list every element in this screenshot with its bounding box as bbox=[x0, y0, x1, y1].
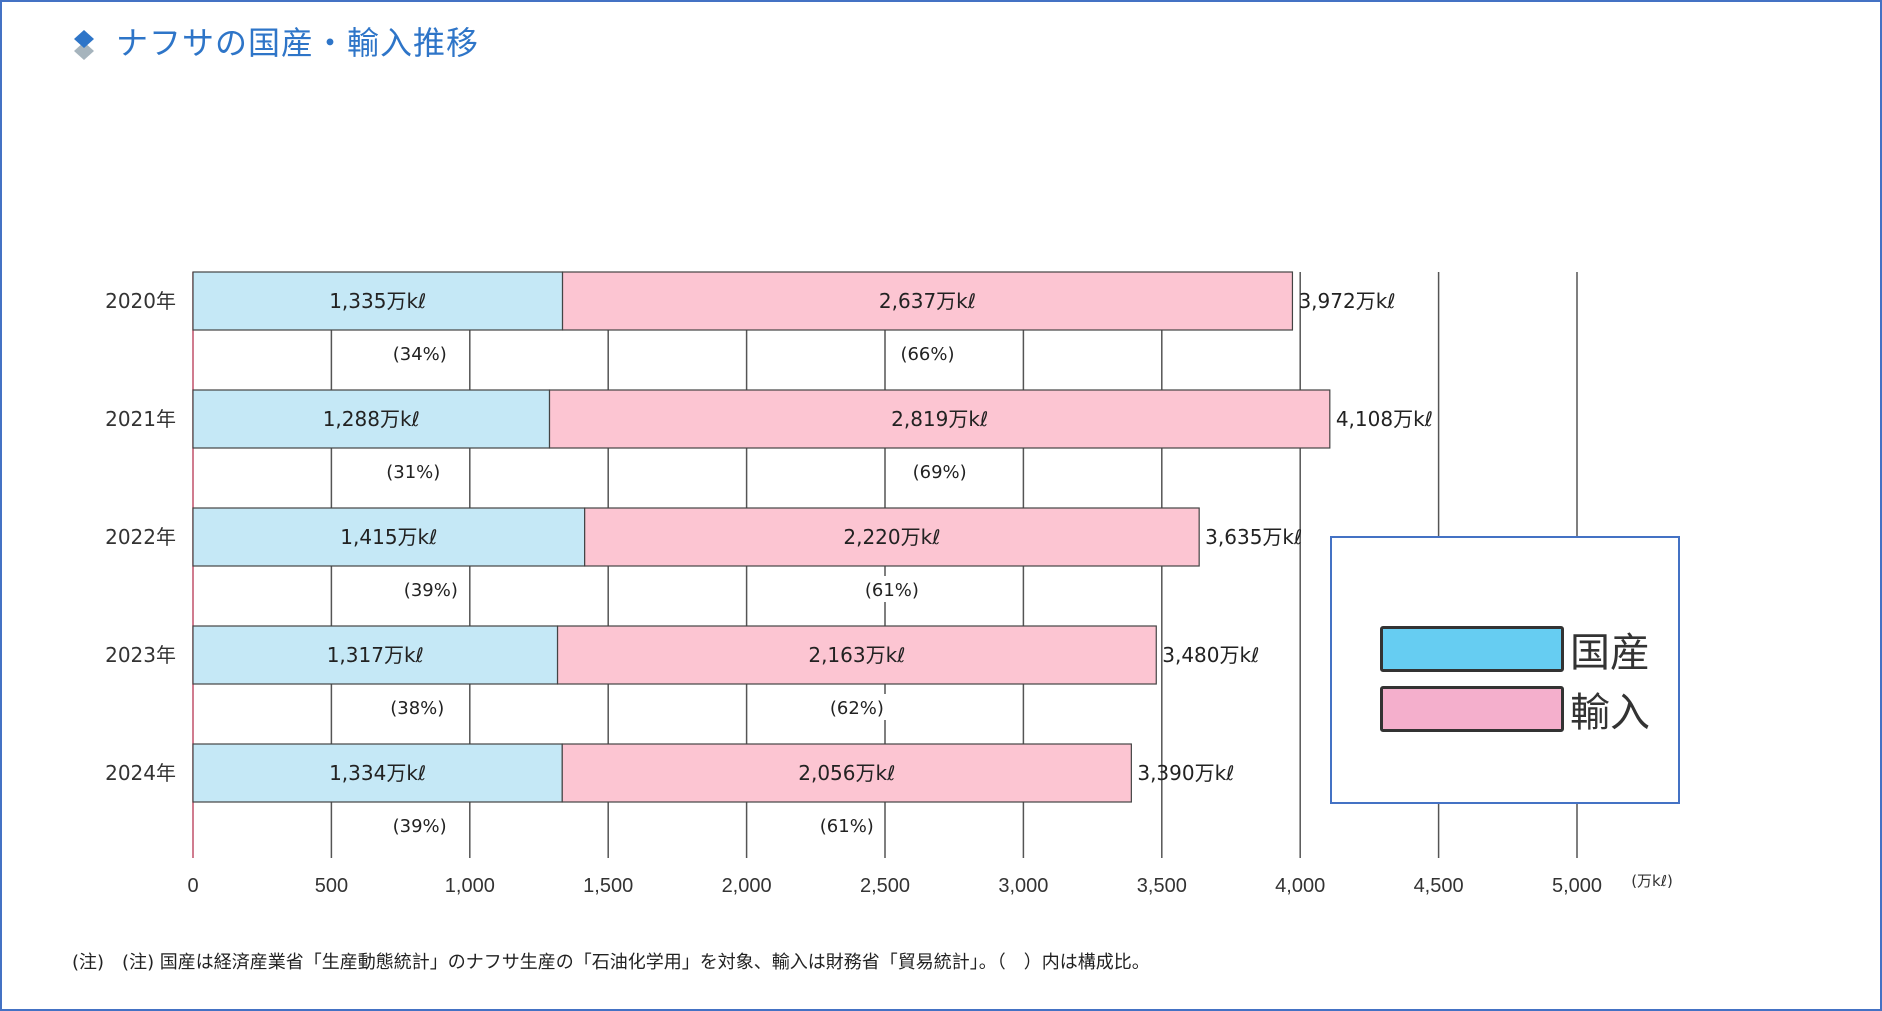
category-label: 2024年 bbox=[105, 761, 176, 785]
share-label-import: (62%) bbox=[830, 698, 884, 719]
share-label-bg bbox=[824, 694, 889, 720]
x-tick-label: 2,000 bbox=[722, 875, 772, 897]
bar-domestic bbox=[192, 743, 563, 803]
share-label-import: (66%) bbox=[900, 344, 954, 365]
legend-label-import: 輸入 bbox=[1570, 690, 1650, 736]
category-label: 2020年 bbox=[105, 289, 176, 313]
bar-domestic bbox=[192, 389, 551, 449]
category-label: 2022年 bbox=[105, 525, 176, 549]
bar-import bbox=[561, 271, 1294, 331]
bar-label-domestic: 1,288万kℓ bbox=[323, 407, 420, 431]
bar-import bbox=[548, 389, 1331, 449]
bar-total-label: 3,390万kℓ bbox=[1137, 761, 1234, 785]
chart-title: ナフサの国産・輸入推移 bbox=[116, 24, 480, 62]
share-label-bg bbox=[814, 812, 879, 838]
share-label-import: (61%) bbox=[820, 816, 874, 837]
bar-label-domestic: 1,317万kℓ bbox=[327, 643, 424, 667]
share-label-domestic: (31%) bbox=[386, 462, 440, 483]
share-label-domestic: (39%) bbox=[393, 816, 447, 837]
share-label-bg bbox=[381, 458, 446, 484]
legend-item-domestic: 国産 bbox=[1380, 620, 1650, 678]
x-unit-label: (万kℓ) bbox=[1631, 872, 1673, 890]
bar-domestic bbox=[192, 507, 586, 567]
bar-total-label: 3,480万kℓ bbox=[1162, 643, 1259, 667]
share-label-domestic: (39%) bbox=[404, 580, 458, 601]
bar-label-import: 2,056万kℓ bbox=[798, 761, 895, 785]
legend: 国産 輸入 bbox=[1330, 536, 1680, 804]
bar-total-label: 3,635万kℓ bbox=[1205, 525, 1302, 549]
share-label-bg bbox=[385, 694, 450, 720]
share-label-import: (69%) bbox=[913, 462, 967, 483]
diamond-bullet-icon bbox=[74, 30, 94, 60]
stacked-bar-chart: 0 500 1,000 1,500 2,000 2,500 3,000 3,500 4,000 4… bbox=[105, 271, 1673, 897]
legend-swatch-domestic bbox=[1380, 626, 1564, 672]
x-tick-label: 4,500 bbox=[1414, 875, 1464, 897]
bar-label-domestic: 1,334万kℓ bbox=[329, 761, 426, 785]
category-label: 2021年 bbox=[105, 407, 176, 431]
bar-label-domestic: 1,335万kℓ bbox=[329, 289, 426, 313]
bar-label-import: 2,220万kℓ bbox=[843, 525, 940, 549]
x-tick-label: 2,500 bbox=[860, 875, 910, 897]
x-tick-label: 1,000 bbox=[445, 875, 495, 897]
x-tick-label: 3,500 bbox=[1137, 875, 1187, 897]
share-label-bg bbox=[907, 458, 972, 484]
share-label-import: (61%) bbox=[865, 580, 919, 601]
share-label-bg bbox=[398, 576, 463, 602]
bar-label-import: 2,637万kℓ bbox=[879, 289, 976, 313]
x-tick-label: 0 bbox=[187, 875, 198, 897]
x-tick-label: 3,000 bbox=[998, 875, 1048, 897]
bar-import bbox=[556, 625, 1157, 685]
footnote: (注) (注) 国産は経済産業省「生産動態統計」のナフサ生産の「石油化学用」を対… bbox=[72, 952, 1150, 973]
bar-total-label: 3,972万kℓ bbox=[1298, 289, 1395, 313]
bar-import bbox=[584, 507, 1200, 567]
share-label-bg bbox=[895, 340, 960, 366]
legend-label-domestic: 国産 bbox=[1570, 630, 1650, 676]
share-label-bg bbox=[387, 340, 452, 366]
bar-domestic bbox=[192, 271, 564, 331]
category-label: 2023年 bbox=[105, 643, 176, 667]
bar-label-domestic: 1,415万kℓ bbox=[340, 525, 437, 549]
share-label-domestic: (38%) bbox=[390, 698, 444, 719]
x-tick-label: 5,000 bbox=[1552, 875, 1602, 897]
x-tick-label: 1,500 bbox=[583, 875, 633, 897]
bar-total-label: 4,108万kℓ bbox=[1336, 407, 1433, 431]
bar-label-import: 2,163万kℓ bbox=[808, 643, 905, 667]
x-tick-label: 4,000 bbox=[1275, 875, 1325, 897]
legend-swatch-import bbox=[1380, 686, 1564, 732]
x-tick-label: 500 bbox=[315, 875, 348, 897]
bar-label-import: 2,819万kℓ bbox=[891, 407, 988, 431]
legend-item-import: 輸入 bbox=[1380, 680, 1650, 738]
share-label-domestic: (34%) bbox=[393, 344, 447, 365]
share-label-bg bbox=[859, 576, 924, 602]
bar-import bbox=[561, 743, 1132, 803]
share-label-bg bbox=[387, 812, 452, 838]
